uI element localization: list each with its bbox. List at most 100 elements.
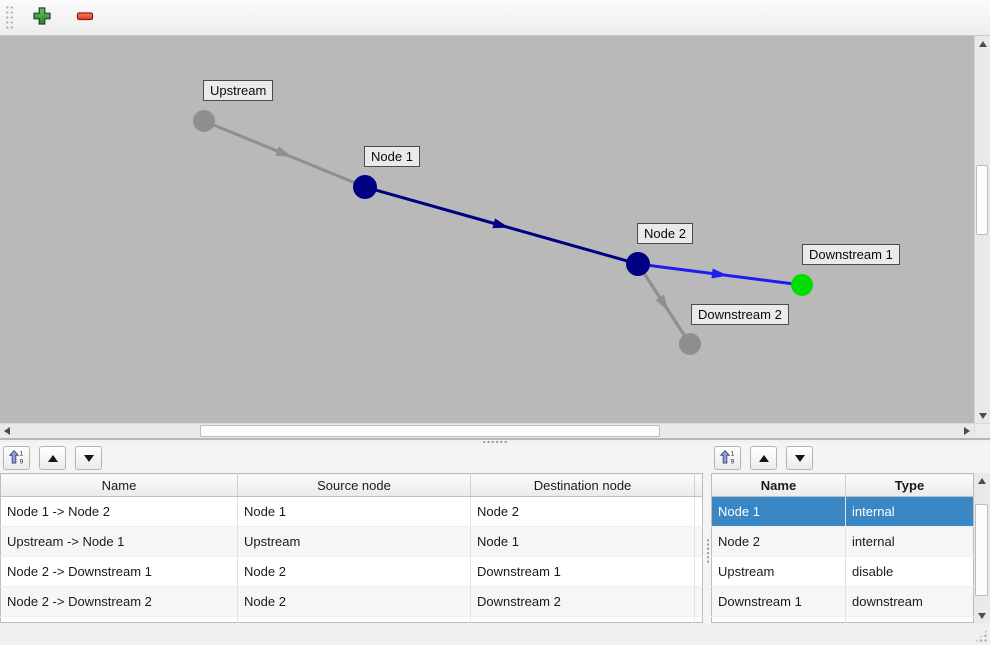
triangle-up-icon xyxy=(47,454,58,462)
table-cell: Node 1 xyxy=(237,496,471,527)
horizontal-splitter[interactable] xyxy=(0,438,990,444)
graph-edge[interactable] xyxy=(203,119,366,189)
table-cell xyxy=(237,616,471,623)
graph-node[interactable] xyxy=(679,333,701,355)
triangle-up-icon xyxy=(758,454,769,462)
vertical-scroll-track[interactable] xyxy=(975,51,990,408)
graph-node[interactable] xyxy=(791,274,813,296)
table-cell-filler xyxy=(694,496,703,527)
move-down-button[interactable] xyxy=(786,446,813,470)
svg-text:9: 9 xyxy=(731,458,735,464)
table-cell: Node 1 xyxy=(470,526,695,557)
move-up-button[interactable] xyxy=(39,446,66,470)
nodes-table-scrollbar[interactable] xyxy=(974,473,990,623)
node-label[interactable]: Upstream xyxy=(203,80,274,101)
scroll-down-button[interactable] xyxy=(975,408,990,423)
horizontal-scroll-thumb[interactable] xyxy=(200,425,660,437)
svg-text:9: 9 xyxy=(20,458,24,464)
graph-edge[interactable] xyxy=(636,263,692,345)
arrow-up-icon xyxy=(978,40,987,47)
edges-toolbar: 1 9 xyxy=(0,443,704,473)
column-header-type[interactable]: Type xyxy=(845,473,974,497)
resize-grip-icon[interactable] xyxy=(974,629,988,643)
scroll-up-button[interactable] xyxy=(974,473,990,488)
table-cell: Node 2 -> Downstream 2 xyxy=(0,586,238,617)
minus-icon xyxy=(75,6,95,29)
graph-node[interactable] xyxy=(626,252,650,276)
table-cell: Upstream xyxy=(711,556,846,587)
table-cell: Node 2 xyxy=(237,586,471,617)
scroll-left-button[interactable] xyxy=(0,424,14,438)
node-label[interactable]: Node 1 xyxy=(364,146,420,167)
sort-button[interactable]: 1 9 xyxy=(3,446,30,470)
horizontal-scroll-track[interactable] xyxy=(14,424,960,438)
table-cell: Node 2 xyxy=(711,526,846,557)
triangle-down-icon xyxy=(83,454,94,462)
nodes-toolbar: 1 9 xyxy=(711,443,990,473)
move-down-button[interactable] xyxy=(75,446,102,470)
column-header-name[interactable]: Name xyxy=(0,473,238,497)
arrow-up-icon xyxy=(978,477,986,484)
column-header-name[interactable]: Name xyxy=(711,473,846,497)
splitter-grip-icon xyxy=(705,538,710,564)
table-cell-filler xyxy=(694,556,703,587)
vertical-scroll-track[interactable] xyxy=(974,488,990,608)
table-cell: Node 2 xyxy=(470,496,695,527)
scroll-right-button[interactable] xyxy=(960,424,974,438)
empty-row xyxy=(711,616,974,623)
graph-edge[interactable] xyxy=(364,185,639,266)
node-label[interactable]: Node 2 xyxy=(637,223,693,244)
column-header-filler xyxy=(694,473,703,497)
table-cell-filler xyxy=(694,526,703,557)
graph-node[interactable] xyxy=(353,175,377,199)
remove-button[interactable] xyxy=(70,4,100,32)
status-bar xyxy=(0,623,990,645)
arrow-down-icon xyxy=(978,612,986,619)
table-cell xyxy=(711,616,846,623)
move-up-button[interactable] xyxy=(750,446,777,470)
table-cell: Upstream -> Node 1 xyxy=(0,526,238,557)
scroll-down-button[interactable] xyxy=(974,608,990,623)
table-cell xyxy=(470,616,695,623)
add-button[interactable] xyxy=(27,4,57,32)
scroll-up-button[interactable] xyxy=(975,36,990,51)
canvas-hscrollbar-row xyxy=(0,423,990,438)
toolbar-drag-handle[interactable] xyxy=(5,4,14,31)
vertical-scroll-thumb[interactable] xyxy=(975,504,988,596)
main-toolbar xyxy=(0,0,990,36)
table-cell: Downstream 2 xyxy=(470,586,695,617)
table-cell-filler xyxy=(694,586,703,617)
arrow-down-icon xyxy=(978,412,987,419)
column-header-destination-node[interactable]: Destination node xyxy=(470,473,695,497)
graph-edge[interactable] xyxy=(637,262,803,287)
table-cell: Node 2 xyxy=(237,556,471,587)
sort-button[interactable]: 1 9 xyxy=(714,446,741,470)
canvas-vertical-scrollbar[interactable] xyxy=(974,36,990,423)
table-cell xyxy=(0,616,238,623)
vertical-splitter[interactable] xyxy=(704,443,711,623)
node-label[interactable]: Downstream 1 xyxy=(802,244,900,265)
table-cell xyxy=(845,616,974,623)
canvas-horizontal-scrollbar[interactable] xyxy=(0,424,974,438)
column-header-source-node[interactable]: Source node xyxy=(237,473,471,497)
table-cell: Node 1 xyxy=(711,496,846,527)
vertical-scroll-thumb[interactable] xyxy=(976,165,988,235)
sort-ascending-icon: 1 9 xyxy=(719,449,736,468)
graph-node[interactable] xyxy=(193,110,215,132)
arrow-left-icon xyxy=(4,427,10,435)
table-cell: downstream xyxy=(845,586,974,617)
node-label[interactable]: Downstream 2 xyxy=(691,304,789,325)
